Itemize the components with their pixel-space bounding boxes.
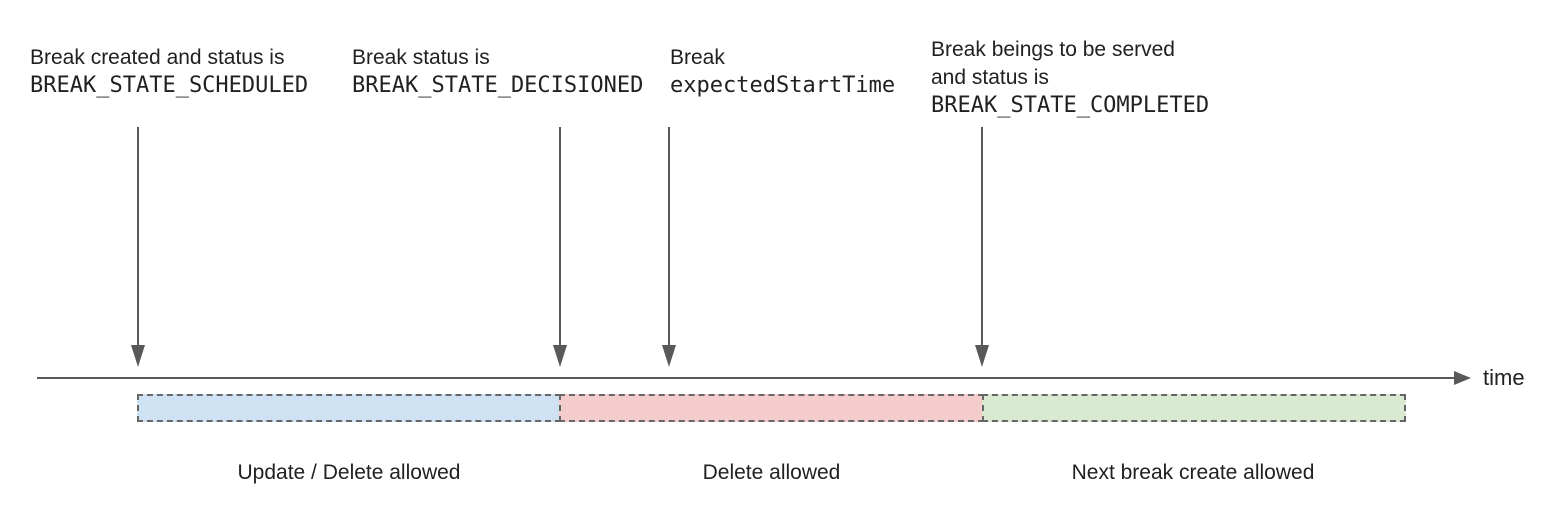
down-arrowhead-icon: [975, 345, 989, 367]
annotation-break-completed: Break beings to be served and status is …: [931, 36, 1209, 120]
annotation-text: Break: [670, 46, 725, 69]
segment-label: Delete allowed: [702, 461, 841, 484]
time-axis-label: time: [1483, 365, 1525, 390]
annotation-code: expectedStartTime: [670, 73, 896, 98]
annotation-text: Break status is: [352, 46, 490, 69]
annotation-text: Break beings to be served: [931, 38, 1175, 61]
down-arrow-icon: [981, 127, 983, 347]
down-arrow-icon: [668, 127, 670, 347]
annotation-expected-start-time: Break expectedStartTime: [670, 44, 895, 100]
annotation-code: BREAK_STATE_COMPLETED: [931, 93, 1210, 118]
down-arrow-icon: [137, 127, 139, 347]
annotation-break-decisioned: Break status is BREAK_STATE_DECISIONED: [352, 44, 643, 100]
annotation-break-scheduled: Break created and status is BREAK_STATE_…: [30, 44, 308, 100]
annotation-text: Break created and status is: [30, 46, 285, 69]
down-arrowhead-icon: [553, 345, 567, 367]
annotation-text: and status is: [931, 66, 1049, 89]
segment-update-delete-allowed: [137, 394, 561, 422]
segment-delete-allowed: [559, 394, 984, 422]
right-arrowhead-icon: [1454, 371, 1471, 385]
down-arrowhead-icon: [662, 345, 676, 367]
segment-label: Update / Delete allowed: [237, 461, 461, 484]
annotation-code: BREAK_STATE_SCHEDULED: [30, 73, 309, 98]
down-arrow-icon: [559, 127, 561, 347]
time-axis-line: [37, 377, 1456, 379]
down-arrowhead-icon: [131, 345, 145, 367]
segment-next-break-create-allowed: [982, 394, 1406, 422]
segment-label: Next break create allowed: [1071, 461, 1315, 484]
lifecycle-bar: [137, 394, 1406, 422]
annotation-code: BREAK_STATE_DECISIONED: [352, 73, 644, 98]
